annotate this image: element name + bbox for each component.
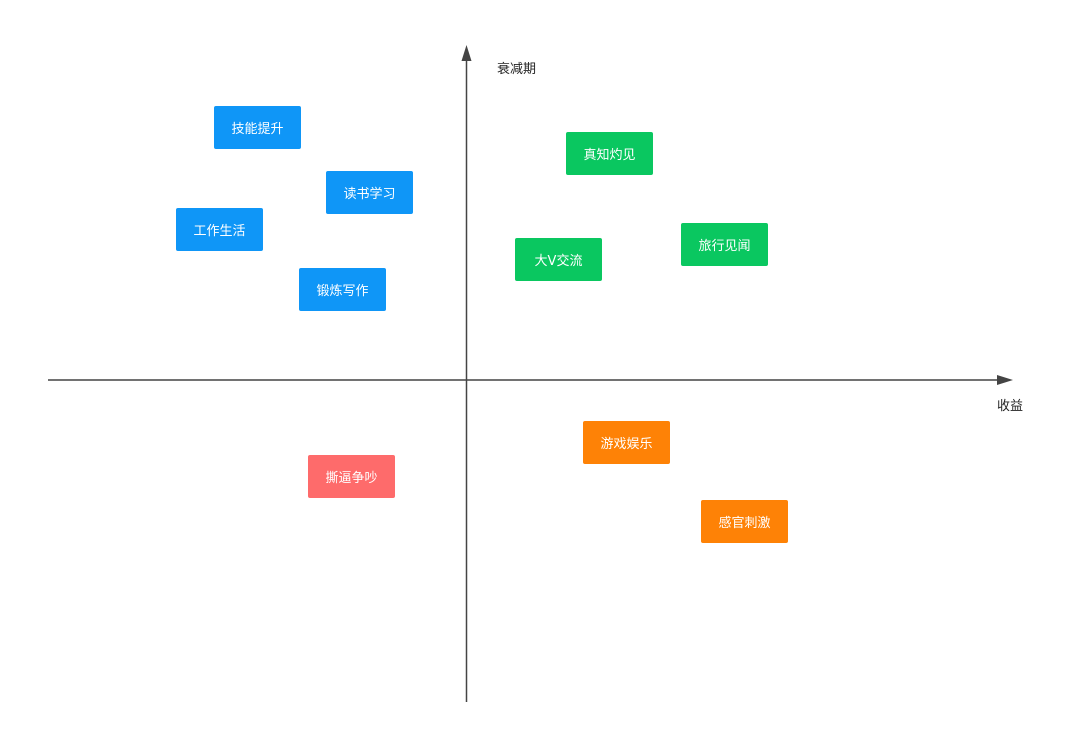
x-axis-label: 收益: [997, 399, 1024, 414]
tag-reading-study: 读书学习: [326, 171, 413, 214]
vertical-axis-arrow-icon: [461, 45, 472, 61]
y-axis-label: 衰减期: [497, 62, 537, 77]
tag-games-entertainment: 游戏娱乐: [583, 421, 670, 464]
horizontal-axis-arrow-icon: [997, 375, 1013, 385]
tag-skill-improvement: 技能提升: [214, 106, 301, 149]
tag-exercise-writing: 锻炼写作: [299, 268, 386, 311]
tag-sensory-stimulation: 感官刺激: [701, 500, 788, 543]
tag-influencer-exchange: 大V交流: [515, 238, 602, 281]
tag-work-life: 工作生活: [176, 208, 263, 251]
tag-travel-experience: 旅行见闻: [681, 223, 768, 266]
tag-online-quarrels: 撕逼争吵: [308, 455, 395, 498]
tag-true-insight: 真知灼见: [566, 132, 653, 175]
